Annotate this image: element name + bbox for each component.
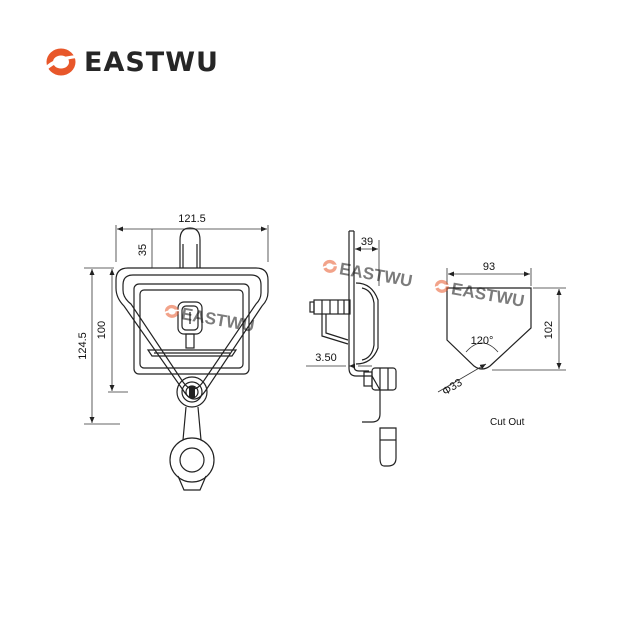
front-view-dimensions	[84, 225, 269, 425]
svg-text:EASTWU: EASTWU	[450, 279, 526, 311]
cut-angle-dim: 120°	[471, 335, 494, 347]
cut-out-dimensions	[437, 268, 566, 393]
side-view	[309, 230, 397, 467]
swoosh-mark-icon	[45, 48, 77, 76]
watermark-1: EASTWU	[162, 303, 256, 336]
front-top-dim: 35	[137, 244, 149, 256]
cut-height-dim: 102	[543, 321, 555, 339]
watermark-3: EASTWU	[432, 278, 526, 311]
cut-out-caption: Cut Out	[490, 417, 525, 428]
svg-text:EASTWU: EASTWU	[180, 304, 256, 336]
brand-name: EASTWU	[84, 46, 219, 78]
cut-diameter-dim: Φ33	[440, 377, 464, 398]
cut-width-dim: 93	[483, 261, 495, 273]
side-view-dimensions	[306, 240, 380, 369]
side-offset-dim: 3.50	[315, 352, 336, 364]
front-view	[115, 227, 269, 491]
brand-logo: EASTWU	[44, 40, 219, 84]
front-inner-height-dim: 100	[96, 321, 108, 339]
front-height-dim: 124.5	[77, 332, 89, 360]
side-depth-dim: 39	[361, 236, 373, 248]
front-width-dim: 121.5	[178, 213, 206, 225]
